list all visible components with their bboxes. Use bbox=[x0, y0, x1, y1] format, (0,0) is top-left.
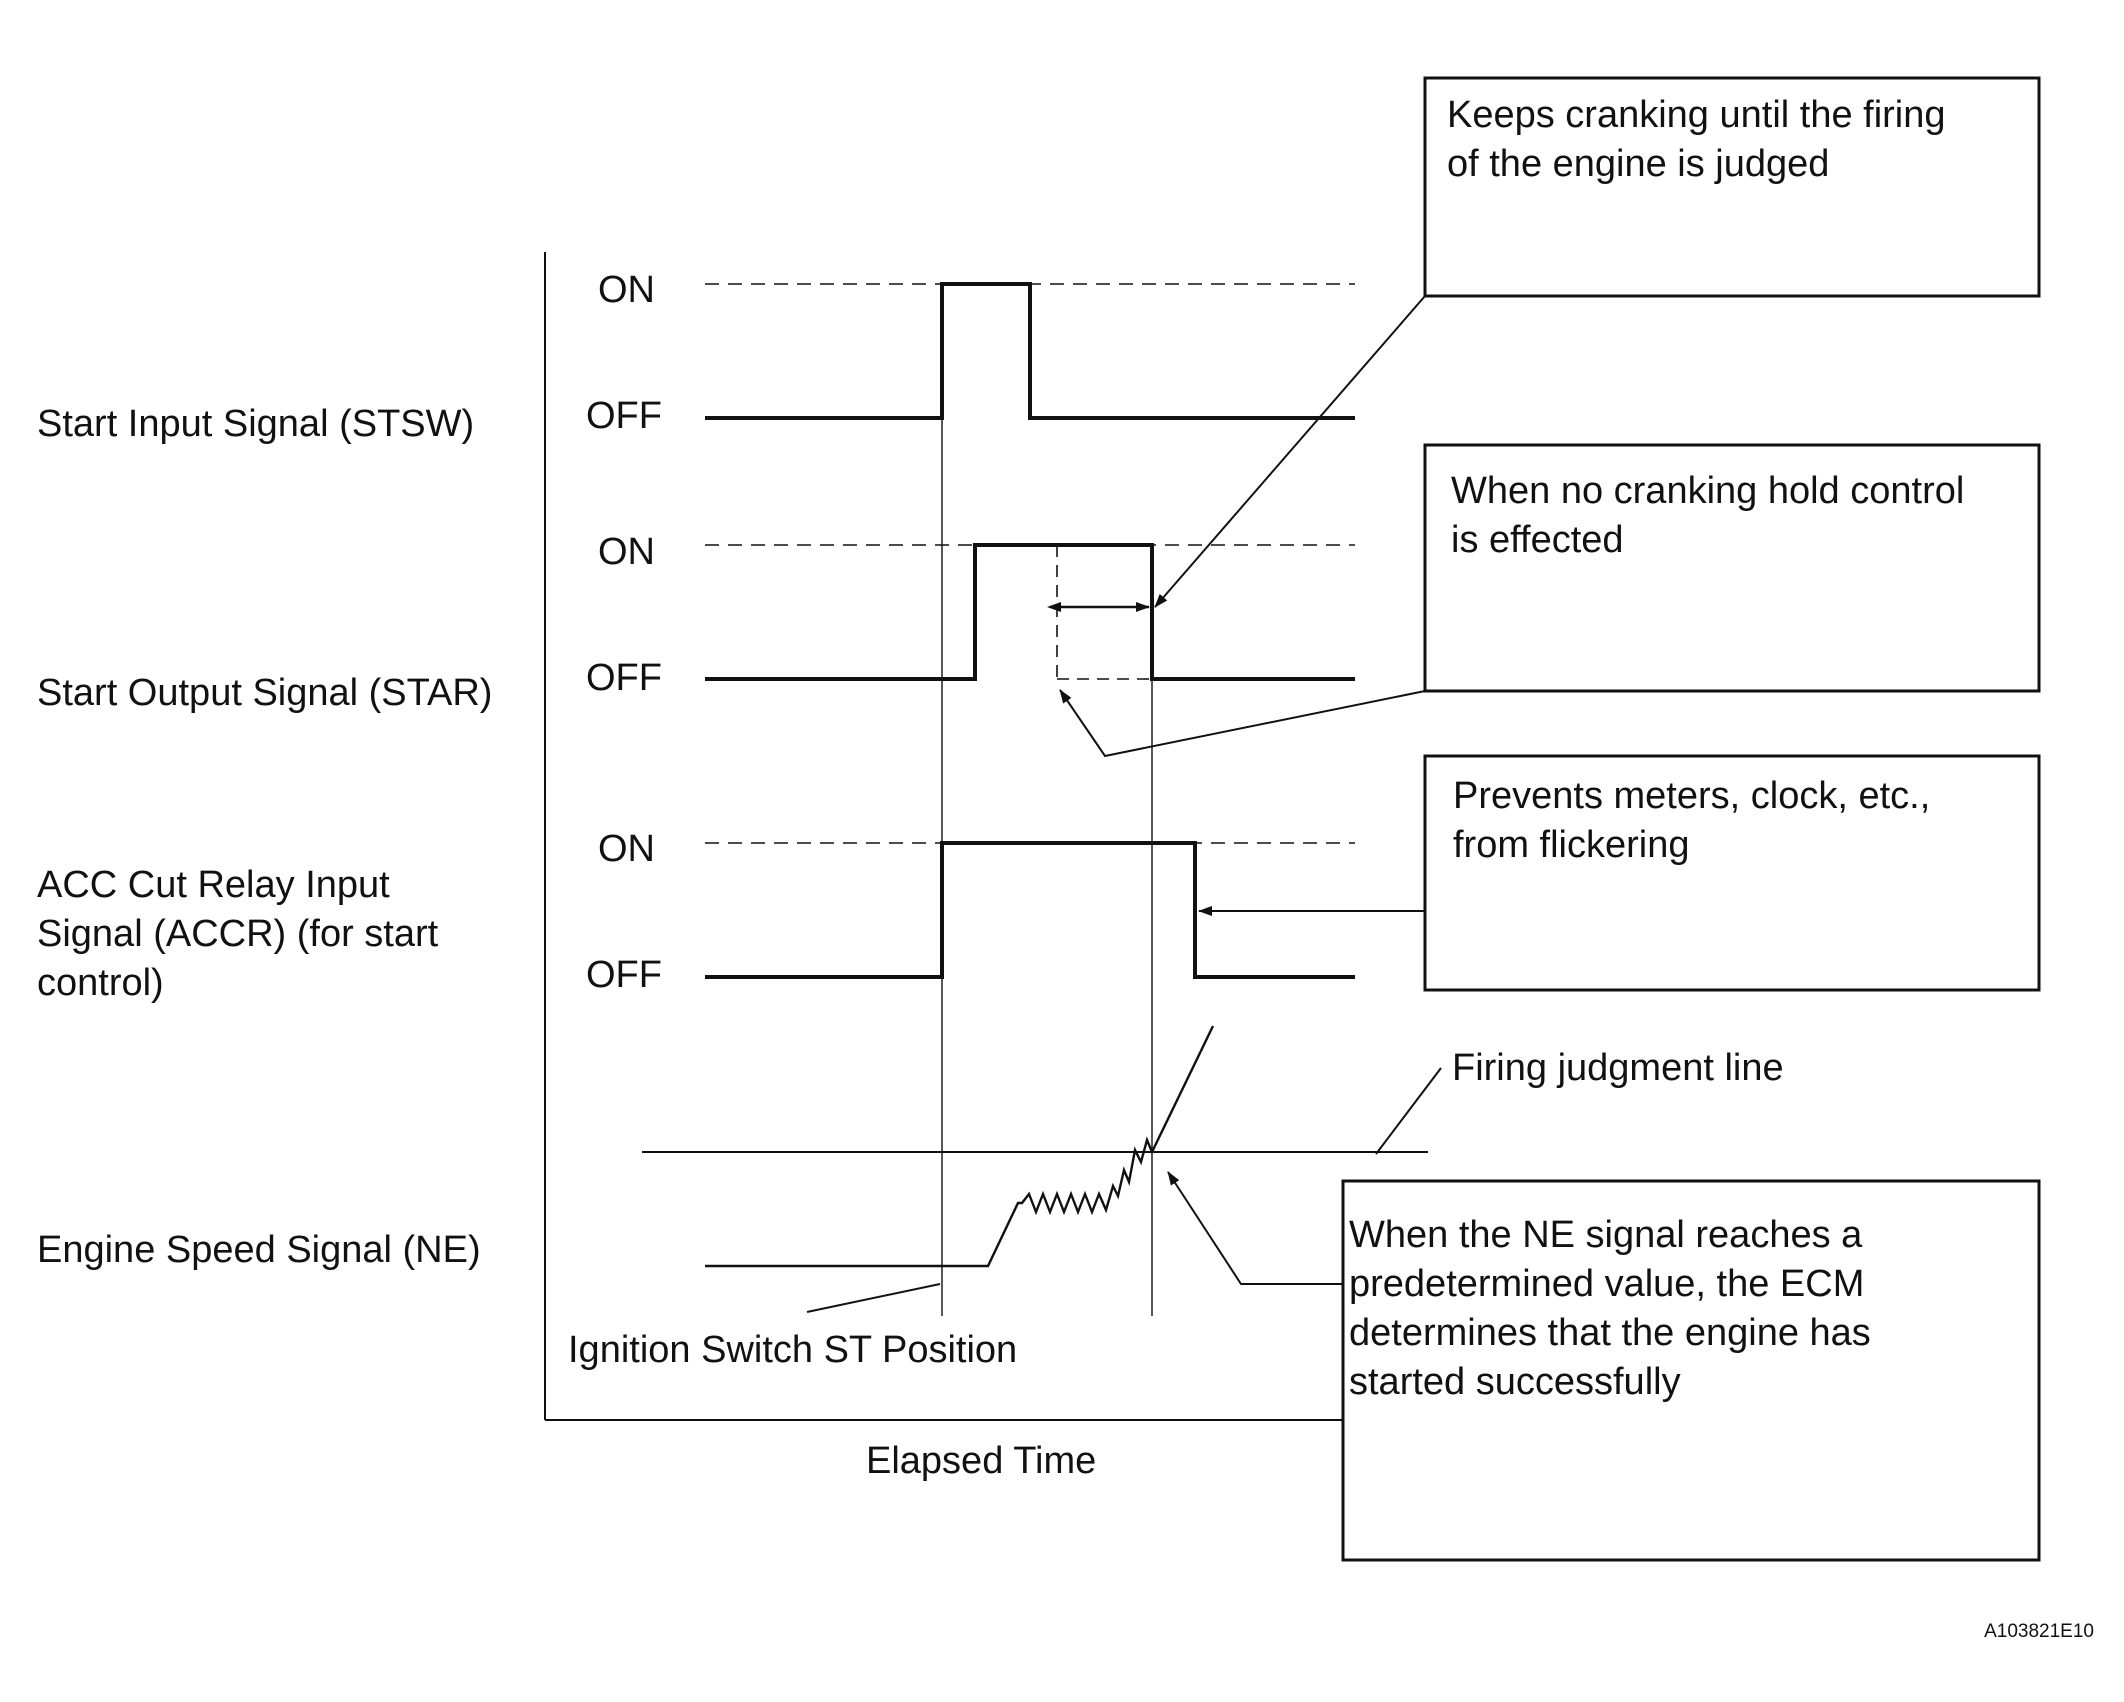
figure-code: A103821E10 bbox=[1984, 1621, 2094, 1642]
ne-note-arrow bbox=[1167, 1171, 1343, 1285]
ne-waveform bbox=[705, 1025, 1215, 1268]
accr-waveform bbox=[705, 841, 1355, 979]
ne-note-line-3: determines that the engine has bbox=[1349, 1312, 1871, 1354]
firing-line-label: Firing judgment line bbox=[1452, 1047, 1784, 1089]
accr-label-line-1: ACC Cut Relay Input bbox=[37, 864, 390, 906]
accr-label-line-3: control) bbox=[37, 962, 164, 1004]
elapsed-time-label: Elapsed Time bbox=[866, 1440, 1096, 1482]
no-hold-note-arrow bbox=[1059, 689, 1426, 758]
no-hold-note-box bbox=[1423, 443, 2041, 693]
meters-note-line-2: from flickering bbox=[1453, 824, 1690, 866]
accr-label-line-2: Signal (ACCR) (for start bbox=[37, 913, 439, 955]
ignition-leader bbox=[806, 1283, 941, 1313]
stsw-waveform bbox=[705, 282, 1355, 420]
stsw-on-label: ON bbox=[598, 269, 655, 311]
stsw-label: Start Input Signal (STSW) bbox=[37, 403, 474, 445]
ne-note-line-1: When the NE signal reaches a bbox=[1349, 1214, 1863, 1256]
ne-label: Engine Speed Signal (NE) bbox=[37, 1229, 481, 1271]
accr-off-label: OFF bbox=[586, 954, 662, 996]
ne-note-line-4: started successfully bbox=[1349, 1361, 1681, 1403]
meters-note-box bbox=[1423, 754, 2041, 992]
star-label: Start Output Signal (STAR) bbox=[37, 672, 492, 714]
cranking-note-box bbox=[1423, 76, 2041, 298]
meters-note-line-1: Prevents meters, clock, etc., bbox=[1453, 775, 1930, 817]
cranking-note-line-1: Keeps cranking until the firing bbox=[1447, 94, 1946, 136]
ne-note-box bbox=[1341, 1179, 2041, 1562]
firing-line-leader bbox=[1375, 1067, 1442, 1155]
no-hold-note-line-2: is effected bbox=[1451, 519, 1624, 561]
accr-on-label: ON bbox=[598, 828, 655, 870]
cranking-note-line-2: of the engine is judged bbox=[1447, 143, 1829, 185]
stsw-off-label: OFF bbox=[586, 395, 662, 437]
star-off-label: OFF bbox=[586, 657, 662, 699]
cranking-note-arrow bbox=[1154, 295, 1426, 608]
star-on-label: ON bbox=[598, 531, 655, 573]
ne-note-line-2: predetermined value, the ECM bbox=[1349, 1263, 1864, 1305]
ignition-label: Ignition Switch ST Position bbox=[568, 1329, 1017, 1371]
star-waveform bbox=[705, 543, 1355, 681]
no-hold-note-line-1: When no cranking hold control bbox=[1451, 470, 1964, 512]
